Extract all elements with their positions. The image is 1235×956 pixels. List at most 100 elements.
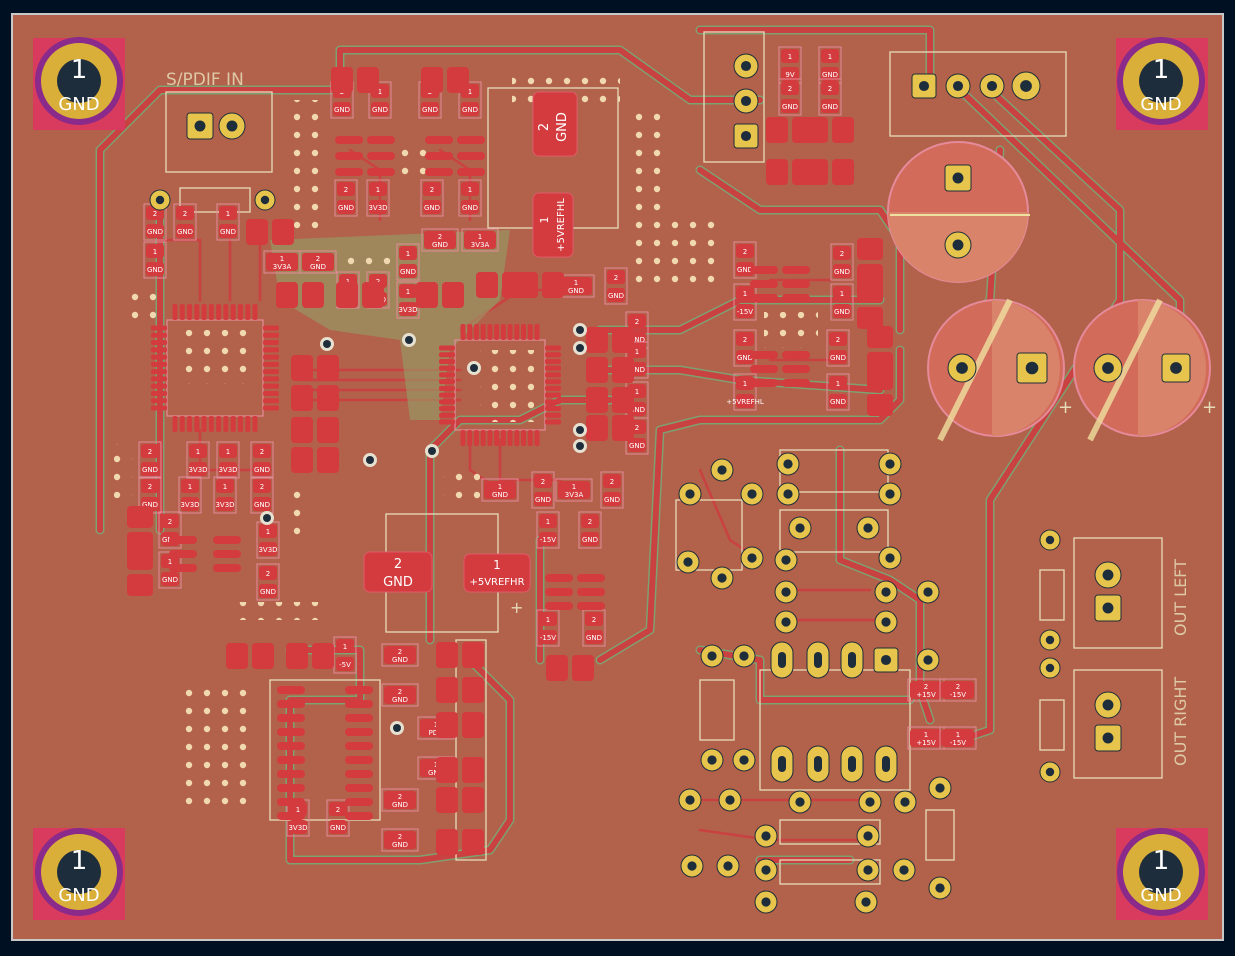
smd-component-54[interactable]: 19V: [778, 46, 802, 84]
mounting-hole-bottom-left[interactable]: 1 GND: [33, 828, 125, 920]
big-pad-gnd-center[interactable]: 2 GND: [363, 551, 433, 593]
filter-upper-pin-11[interactable]: [740, 546, 764, 570]
smd-component-36[interactable]: 1-15V: [536, 511, 560, 549]
filter-upper-pin-4[interactable]: [878, 452, 902, 476]
cap1-pin-1[interactable]: [944, 164, 972, 192]
passive-pads-22[interactable]: [857, 281, 883, 329]
passive-pads-3[interactable]: [336, 282, 384, 308]
filter-lower-pin-17[interactable]: [854, 890, 878, 914]
out-left-pin-1[interactable]: [1094, 561, 1122, 589]
passive-pads-18[interactable]: [806, 117, 854, 143]
passive-pads-13[interactable]: [586, 387, 634, 413]
filter-upper-pin-9[interactable]: [676, 550, 700, 574]
passive-pads-10[interactable]: [291, 447, 339, 473]
filter-lower-pin-10[interactable]: [680, 854, 704, 878]
filter-upper-pin-7[interactable]: [788, 516, 812, 540]
filter-upper-pin-2[interactable]: [740, 482, 764, 506]
passive-pads-7[interactable]: [291, 355, 339, 381]
filter-upper-pin-21[interactable]: [732, 644, 756, 668]
spdif-pin-2[interactable]: [218, 112, 246, 140]
receiver-ic[interactable]: [151, 304, 279, 432]
passive-pads-0[interactable]: [331, 67, 379, 93]
filter-lower-pin-16[interactable]: [754, 890, 778, 914]
filter-lower-pin-15[interactable]: [928, 876, 952, 900]
filter-lower-pin-11[interactable]: [716, 854, 740, 878]
passive-pads-16[interactable]: [286, 643, 334, 669]
passive-pads-28[interactable]: [436, 757, 484, 783]
ref-ic[interactable]: [545, 574, 605, 610]
passive-pads-34[interactable]: [246, 219, 294, 245]
passive-pads-31[interactable]: [546, 655, 594, 681]
filter-lower-pin-8[interactable]: [754, 824, 778, 848]
cap2-pin-1[interactable]: [1016, 352, 1048, 384]
crystal-pin-1[interactable]: [149, 189, 171, 211]
opamp-right[interactable]: [425, 136, 485, 176]
filter-upper-pin-3[interactable]: [776, 452, 800, 476]
filter-upper-pin-20[interactable]: [700, 644, 724, 668]
filter-upper-pin-12[interactable]: [774, 548, 798, 572]
passive-pads-26[interactable]: [436, 677, 484, 703]
filter-lower-pin-5[interactable]: [858, 790, 882, 814]
filter-upper-pin-5[interactable]: [878, 482, 902, 506]
filter-upper-pin-0[interactable]: [678, 482, 702, 506]
out-left-pin-2[interactable]: [1094, 594, 1122, 622]
filter-upper-pin-10[interactable]: [710, 566, 734, 590]
smd-component-61[interactable]: 1-15V: [939, 726, 977, 750]
opamp-dip-lower-pin-3[interactable]: [840, 745, 864, 783]
filter-upper-pin-13[interactable]: [878, 546, 902, 570]
buffer-ic[interactable]: [277, 686, 373, 820]
passive-pads-9[interactable]: [291, 417, 339, 443]
passive-pads-24[interactable]: [867, 368, 893, 416]
out-right-pin-1[interactable]: [1094, 691, 1122, 719]
filter-lower-pin-2[interactable]: [678, 788, 702, 812]
passive-pads-2[interactable]: [276, 282, 324, 308]
mounting-hole-bottom-right[interactable]: 1 GND: [1116, 828, 1208, 920]
smd-component-43[interactable]: 1-15V: [733, 283, 757, 321]
opamp-out-right[interactable]: [750, 351, 810, 387]
passive-pads-20[interactable]: [806, 159, 854, 185]
out-right-res-2[interactable]: [1039, 761, 1061, 783]
opamp-dip-lower-pin-1[interactable]: [770, 745, 794, 783]
cap2-pin-2[interactable]: [947, 353, 977, 383]
passive-pads-30[interactable]: [436, 829, 484, 855]
smd-component-58[interactable]: 2+15V: [907, 678, 945, 702]
passive-pads-27[interactable]: [436, 712, 484, 738]
passive-pads-6[interactable]: [516, 272, 564, 298]
big-pad-5vrefhr[interactable]: 1 +5VREFHR: [463, 553, 531, 593]
supply-pin-2[interactable]: [733, 88, 759, 114]
opamp-out-left[interactable]: [750, 266, 810, 302]
passive-pads-8[interactable]: [291, 385, 339, 411]
filter-upper-pin-19[interactable]: [916, 648, 940, 672]
dac-ic[interactable]: [439, 324, 561, 446]
opamp-dip-lower-pin-2[interactable]: [806, 745, 830, 783]
filter-lower-pin-14[interactable]: [892, 858, 916, 882]
smd-component-59[interactable]: 2-15V: [939, 678, 977, 702]
smd-component-60[interactable]: 1+15V: [907, 726, 945, 750]
regulator-ic[interactable]: [169, 536, 241, 572]
filter-upper-pin-17[interactable]: [774, 610, 798, 634]
smd-component-38[interactable]: 1-15V: [536, 609, 560, 647]
power-header-pin-1[interactable]: [911, 73, 937, 99]
